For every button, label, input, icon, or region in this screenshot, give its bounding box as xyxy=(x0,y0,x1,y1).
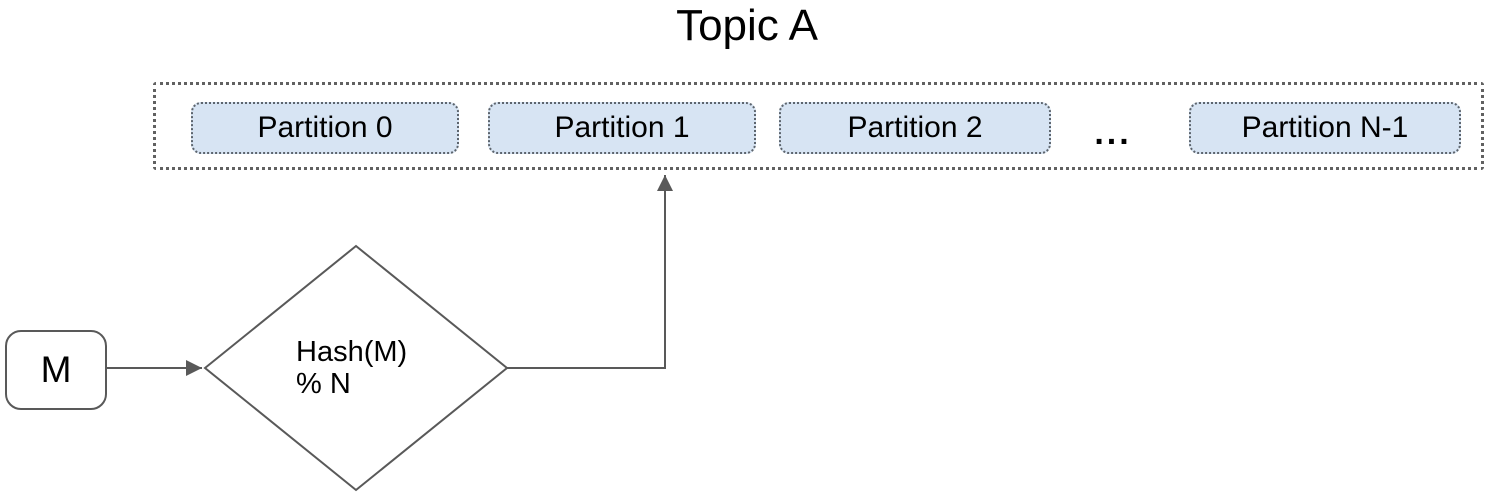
topic-title: Topic A xyxy=(676,1,818,50)
message-node: M xyxy=(5,330,107,410)
partition-n-1-node: Partition N-1 xyxy=(1189,102,1461,154)
partitions-ellipsis: ... xyxy=(1094,114,1132,152)
partition-1-node: Partition 1 xyxy=(488,102,756,154)
hash-label-line1: Hash(M) xyxy=(296,336,408,368)
hash-label-line2: % N xyxy=(296,368,351,400)
hash-node-label: Hash(M) % N xyxy=(296,336,446,400)
partition-0-node: Partition 0 xyxy=(191,102,459,154)
topic-container: Partition 0 Partition 1 Partition 2 ... … xyxy=(153,82,1484,170)
arrow-hash-to-partition-1 xyxy=(507,175,673,369)
partition-2-node: Partition 2 xyxy=(779,102,1051,154)
message-node-label: M xyxy=(40,349,72,390)
